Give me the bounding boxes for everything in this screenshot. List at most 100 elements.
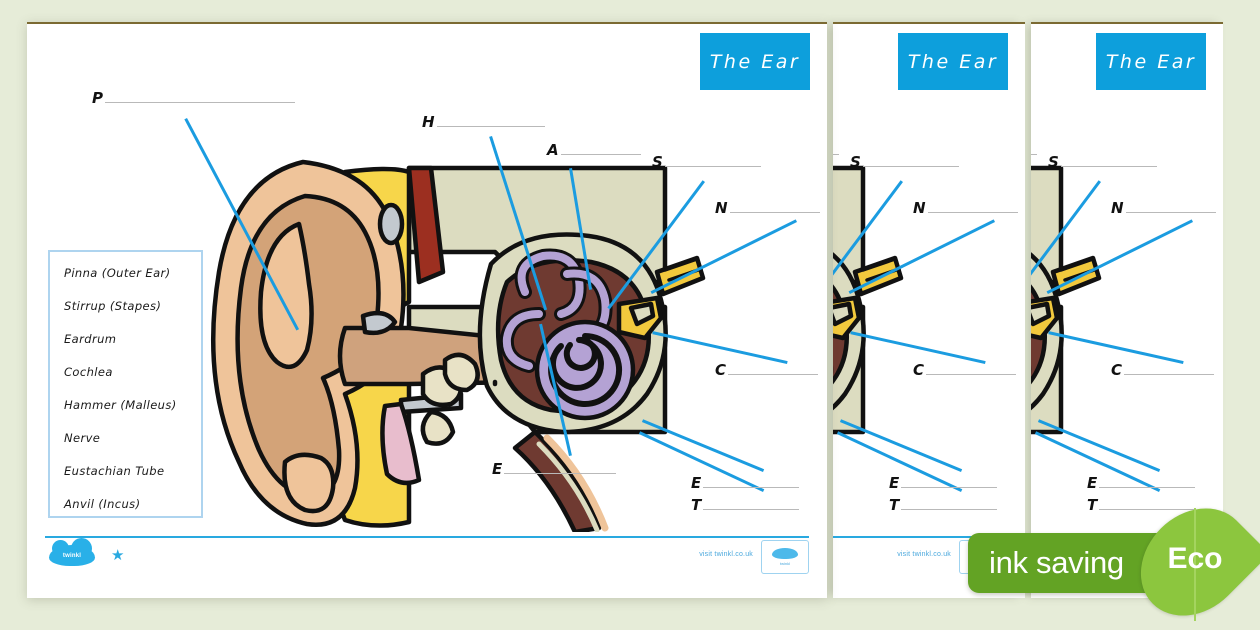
answer-blank-9[interactable]: T [691,496,800,514]
answer-letter-hint: N [913,199,926,217]
answer-blank-8[interactable]: E [889,474,998,492]
star-icon: ★ [111,547,125,564]
ear-anatomy-diagram [210,159,706,532]
answer-rule[interactable] [833,154,839,155]
word-bank-item: Nerve [64,431,101,445]
answer-blank-5[interactable]: N [913,199,1018,217]
answer-rule[interactable] [1060,166,1157,167]
word-bank-item: Anvil (Incus) [64,497,141,511]
answer-rule[interactable] [901,509,998,510]
ear-diagram [1031,132,1111,532]
word-bank-item: Hammer (Malleus) [64,398,177,412]
answer-letter-hint: S [652,153,663,171]
ear-anatomy-diagram [1031,165,1102,435]
ear-diagram [195,132,715,532]
answer-rule[interactable] [901,487,998,488]
answer-blank-6[interactable]: C [715,361,819,379]
answer-blank-2[interactable]: H [422,113,545,131]
answer-blank-3[interactable]: A [547,141,641,159]
answer-letter-hint: H [422,113,435,131]
answer-rule[interactable] [560,154,641,155]
word-bank-item: Cochlea [64,365,113,379]
answer-letter-hint: C [715,361,727,379]
title-badge: The Ear [700,33,810,90]
answer-rule[interactable] [1031,154,1037,155]
answer-letter-hint: C [913,361,925,379]
answer-rule[interactable] [703,509,800,510]
footer-url: visit twinkl.co.uk [699,551,753,558]
page-title: The Ear [907,50,999,73]
answer-rule[interactable] [728,374,819,375]
answer-blank-6[interactable]: C [913,361,1017,379]
footer-badge-cloud-icon [772,548,798,559]
word-bank-item: Eardrum [64,332,117,346]
title-badge: The Ear [898,33,1008,90]
answer-rule[interactable] [105,102,295,103]
answer-blank-1[interactable]: P [92,89,295,107]
answer-blank-4[interactable]: S [1048,153,1157,171]
answer-rule[interactable] [1099,509,1196,510]
word-bank-item: Stirrup (Stapes) [64,299,162,313]
answer-letter-hint: N [1111,199,1124,217]
twinkl-logo-text: twinkl [62,552,82,559]
answer-blank-8[interactable]: E [1087,474,1196,492]
footer-url: visit twinkl.co.uk [897,551,951,558]
ear-diagram [833,132,913,532]
word-bank: Pinna (Outer Ear) Stirrup (Stapes) Eardrum… [48,250,203,518]
answer-blank-5[interactable]: N [715,200,820,216]
title-badge: The Ear [1096,33,1206,90]
answer-rule[interactable] [926,374,1017,375]
answer-rule[interactable] [504,473,617,474]
answer-letter-hint: P [92,89,103,107]
page-title: The Ear [1105,50,1197,73]
answer-letter-hint: E [1087,474,1098,492]
footer-divider [833,536,1007,538]
footer-divider [45,536,809,538]
answer-blank-4[interactable]: S [850,153,959,171]
answer-blank-8[interactable]: E [691,474,800,492]
answer-rule[interactable] [703,487,800,488]
answer-blank-3[interactable]: A [833,142,839,157]
answer-rule[interactable] [1124,374,1215,375]
answer-letter-hint: T [691,496,702,514]
footer-badge: twinkl [761,540,809,574]
answer-blank-6[interactable]: C [1111,361,1215,379]
page-title: The Ear [709,50,801,73]
answer-blank-7[interactable]: E [492,460,617,478]
answer-letter-hint: T [1087,496,1098,514]
answer-letter-hint: A [547,141,559,159]
answer-letter-hint: C [1111,361,1123,379]
leaf-vein [1194,508,1196,621]
answer-rule[interactable] [1125,212,1216,213]
twinkl-logo: twinkl [49,538,95,566]
answer-rule[interactable] [436,126,545,127]
answer-rule[interactable] [927,212,1018,213]
ear-anatomy-diagram [833,165,904,435]
answer-blank-3[interactable]: A [1031,142,1037,157]
answer-blank-5[interactable]: N [1111,199,1216,217]
answer-letter-hint: T [889,496,900,514]
answer-rule[interactable] [1099,487,1196,488]
answer-letter-hint: S [850,153,861,171]
answer-letter-hint: E [691,474,702,492]
answer-blank-9[interactable]: T [889,496,998,514]
answer-rule[interactable] [664,166,761,167]
ink-saving-label: ink saving [989,545,1124,580]
answer-letter-hint: E [889,474,900,492]
footer-badge-text: twinkl [779,561,790,566]
answer-blank-9[interactable]: T [1087,496,1196,514]
word-bank-item: Eustachian Tube [64,464,165,478]
answer-letter-hint: S [1048,153,1059,171]
answer-rule[interactable] [862,166,959,167]
eco-label: Eco [1167,542,1223,575]
word-bank-item: Pinna (Outer Ear) [64,266,171,280]
answer-blank-4[interactable]: S [652,153,761,171]
answer-rule[interactable] [729,212,820,213]
answer-letter-hint: E [492,460,503,478]
